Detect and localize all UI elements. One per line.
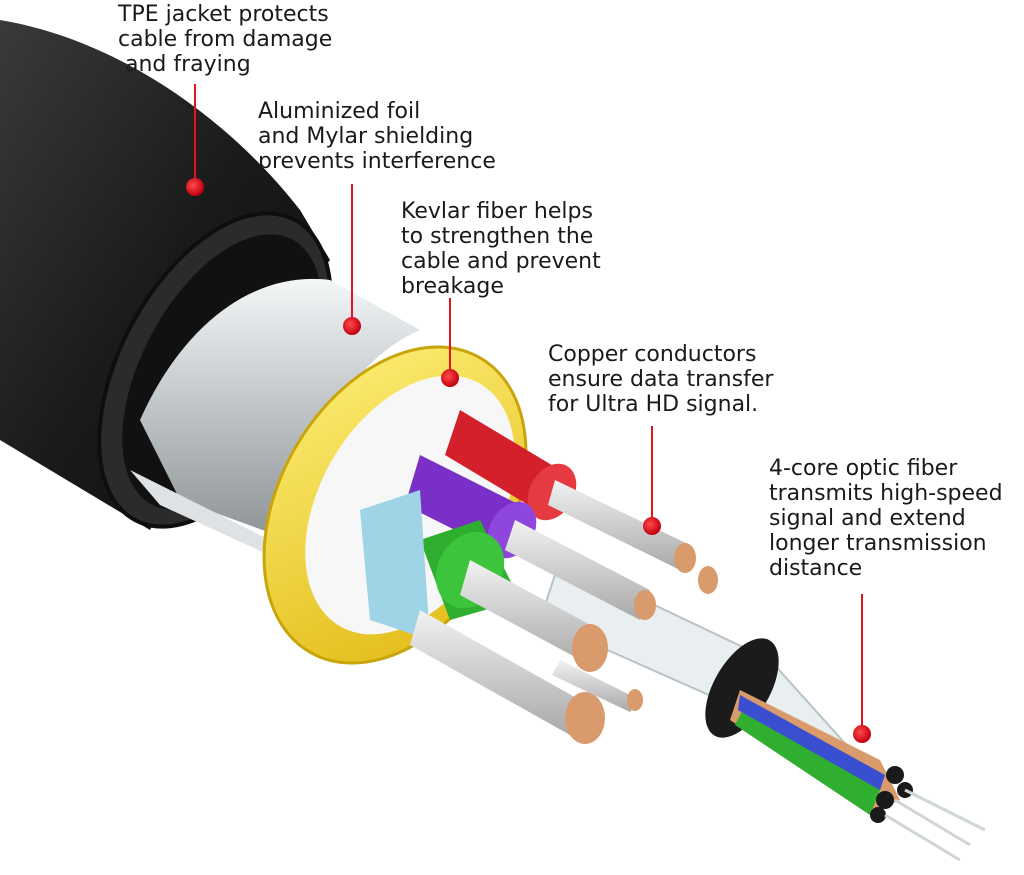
kevlar-callout: Kevlar fiber helps to strengthen the cab… bbox=[401, 199, 601, 299]
jacket-callout: TPE jacket protects cable from damage an… bbox=[118, 2, 333, 77]
foil-shielding bbox=[130, 278, 420, 560]
jacket-leader bbox=[186, 84, 204, 196]
kevlar-marker bbox=[441, 369, 459, 387]
optic-fiber-sleeve bbox=[538, 558, 986, 862]
foil-leader bbox=[343, 184, 361, 335]
optic-marker bbox=[853, 725, 871, 743]
foil-callout: Aluminized foil and Mylar shielding prev… bbox=[258, 99, 496, 174]
copper-leader bbox=[643, 426, 661, 535]
copper-conductors bbox=[360, 410, 718, 744]
foil-marker bbox=[343, 317, 361, 335]
kevlar-leader bbox=[441, 298, 459, 387]
optic-callout: 4-core optic fiber transmits high-speed … bbox=[769, 456, 1003, 581]
jacket-marker bbox=[186, 178, 204, 196]
copper-marker bbox=[643, 517, 661, 535]
copper-callout: Copper conductors ensure data transfer f… bbox=[548, 342, 774, 417]
optic-leader bbox=[853, 594, 871, 743]
